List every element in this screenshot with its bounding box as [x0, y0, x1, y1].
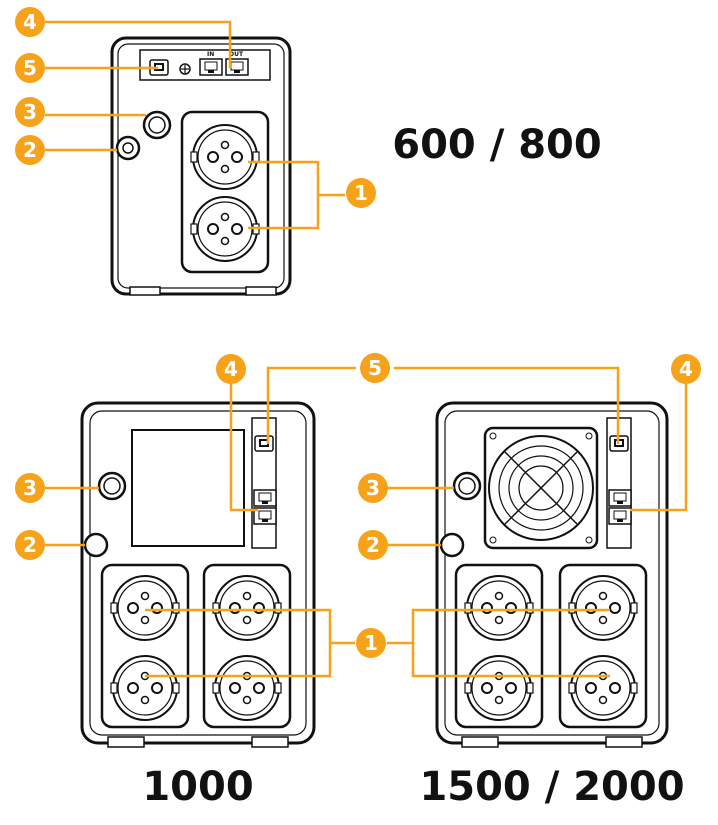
callout-3: 3	[23, 476, 37, 500]
rj45-in-port-icon	[199, 58, 223, 76]
model-label-1000: 1000	[142, 764, 253, 810]
model-label-600-800: 600 / 800	[392, 122, 601, 168]
blank-panel	[131, 429, 245, 547]
rj45-in-port-icon	[608, 489, 632, 507]
fuse-holder-icon	[97, 471, 127, 501]
bottom-callout-lines	[45, 366, 688, 678]
callout-4: 4	[23, 10, 37, 34]
power-switch-icon	[439, 532, 465, 558]
socket-icon	[110, 575, 180, 641]
callout-1: 1	[364, 631, 378, 655]
socket-icon	[212, 655, 282, 721]
callout-3: 3	[366, 476, 380, 500]
socket-icon	[568, 655, 638, 721]
callout-4: 4	[224, 357, 238, 381]
socket-icon	[464, 655, 534, 721]
model-label-1500-2000: 1500 / 2000	[419, 764, 684, 810]
socket-icon	[190, 124, 260, 190]
ups-600-800-unit: IN OUT	[110, 36, 292, 296]
port-out-label: OUT	[229, 51, 244, 58]
socket-icon	[568, 575, 638, 641]
usb-port-icon	[254, 435, 274, 452]
callout-5: 5	[23, 56, 37, 80]
callout-5: 5	[368, 356, 382, 380]
callout-2: 2	[23, 533, 37, 557]
rj45-in-port-icon	[253, 489, 277, 507]
top-unit-callouts: 4 5 3 2 1	[15, 7, 376, 208]
socket-icon	[212, 575, 282, 641]
callout-1: 1	[354, 181, 368, 205]
ups-1000-unit	[80, 401, 316, 748]
top-unit-callout-lines	[45, 20, 345, 230]
ups-1500-2000-unit	[435, 401, 669, 748]
cooling-fan-icon	[483, 426, 599, 550]
bottom-callouts: 4 5 4 3 3 2 2 1	[15, 353, 701, 658]
rj45-out-port-icon	[608, 507, 632, 525]
port-in-label: IN	[207, 51, 214, 58]
callout-3: 3	[23, 100, 37, 124]
ground-screw-icon	[179, 63, 191, 75]
callout-2: 2	[23, 138, 37, 162]
fuse-holder-icon	[142, 110, 172, 140]
fuse-holder-icon	[452, 471, 482, 501]
socket-icon	[110, 655, 180, 721]
callout-4: 4	[679, 357, 693, 381]
power-switch-icon	[115, 135, 141, 161]
socket-icon	[464, 575, 534, 641]
power-switch-icon	[83, 532, 109, 558]
callout-2: 2	[366, 533, 380, 557]
